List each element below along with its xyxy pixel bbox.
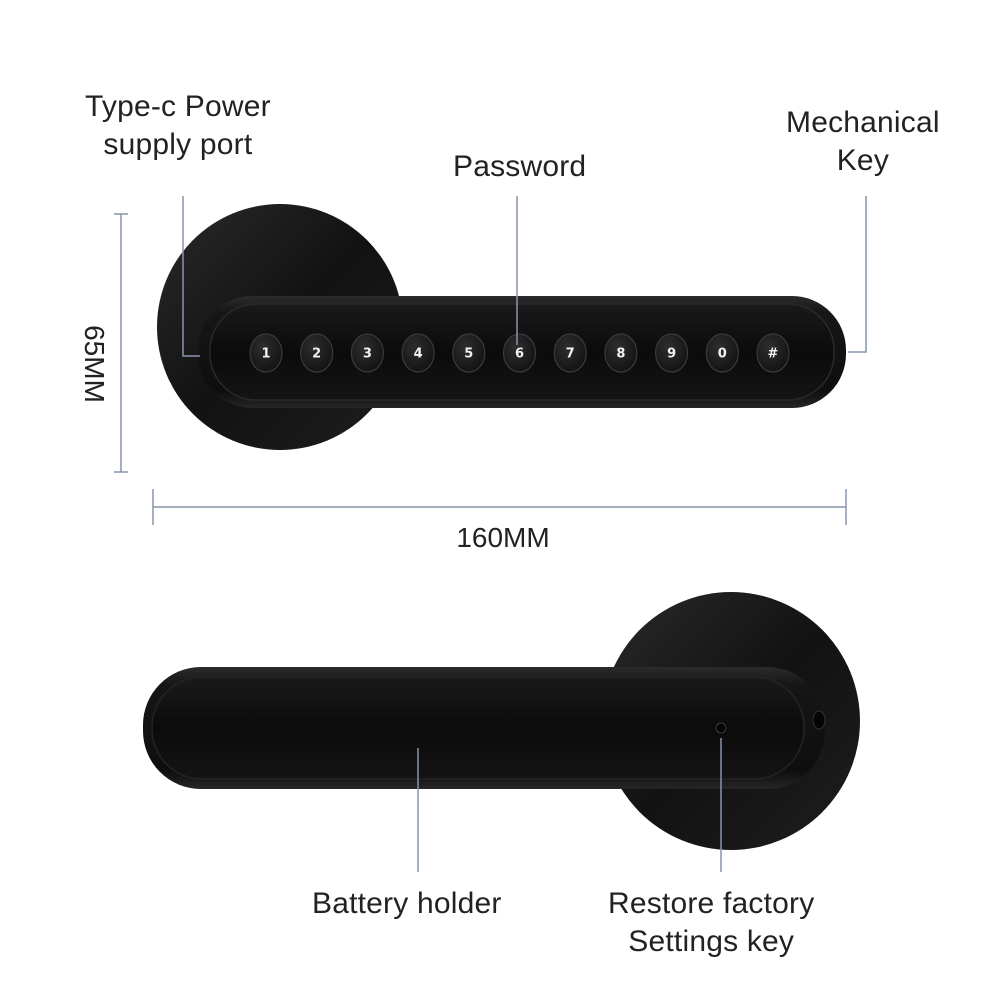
type-c-port-label: Type-c Power supply port bbox=[85, 88, 271, 164]
keypad-key[interactable]: 6 bbox=[502, 333, 537, 373]
keypad-key-label: 4 bbox=[414, 347, 423, 362]
keypad-key-label: 7 bbox=[566, 347, 575, 362]
keypad-key-label: 9 bbox=[667, 347, 676, 362]
keypad-key-label: 6 bbox=[515, 347, 524, 362]
keypad-key-button[interactable] bbox=[401, 333, 435, 373]
keypad-key[interactable]: 4 bbox=[401, 333, 435, 373]
keypad-lock: 1 2 3 4 5 6 7 8 9 0 # bbox=[157, 204, 846, 450]
keypad-key-label: 1 bbox=[261, 347, 270, 362]
keypad-key[interactable]: 5 bbox=[452, 333, 486, 373]
keypad-key-button[interactable] bbox=[654, 333, 689, 373]
keypad-key[interactable]: # bbox=[756, 333, 790, 373]
restore-factory-label: Restore factory Settings key bbox=[608, 885, 814, 961]
keypad-key-label: # bbox=[768, 347, 779, 362]
mechanical-keyhole bbox=[812, 710, 826, 730]
keypad-key-label: 0 bbox=[718, 347, 727, 362]
type-c-port-label-line-1: Type-c Power bbox=[85, 90, 271, 123]
keypad-key-button[interactable] bbox=[452, 333, 486, 373]
restore-factory-button bbox=[715, 722, 727, 734]
keypad-key-label: 3 bbox=[363, 347, 372, 362]
mechanical-key-label: Mechanical Key bbox=[786, 104, 940, 180]
type-c-port-label-line-2: supply port bbox=[103, 128, 253, 161]
height-dimension bbox=[114, 213, 128, 473]
password-label: Password bbox=[453, 148, 586, 186]
keypad-key-label: 8 bbox=[616, 347, 625, 362]
width-dimension-label: 160MM bbox=[456, 522, 550, 553]
height-dimension-label: 65MM bbox=[79, 325, 110, 403]
mechanical-key-leader-line bbox=[848, 196, 867, 353]
keypad-key[interactable]: 0 bbox=[705, 333, 739, 373]
type-c-leader-line bbox=[182, 196, 200, 357]
battery-cover bbox=[151, 676, 805, 780]
battery-holder-label-text: Battery holder bbox=[312, 887, 502, 920]
keypad-key[interactable]: 3 bbox=[350, 333, 384, 373]
keypad-key-button[interactable] bbox=[705, 333, 739, 373]
mechanical-key-label-line-1: Mechanical bbox=[786, 106, 940, 139]
keypad-key-button[interactable] bbox=[300, 333, 334, 373]
keypad-keys: 1 2 3 4 5 6 7 8 9 0 # bbox=[249, 333, 790, 373]
keypad-key-label: 2 bbox=[312, 347, 321, 362]
keypad-key[interactable]: 7 bbox=[553, 333, 587, 373]
restore-factory-label-line-2: Settings key bbox=[628, 925, 795, 958]
keypad-key-label: 5 bbox=[464, 347, 473, 362]
keypad-key-button[interactable] bbox=[350, 333, 384, 373]
back-lock bbox=[143, 592, 860, 850]
password-label-text: Password bbox=[453, 150, 587, 183]
keypad-key[interactable]: 9 bbox=[654, 333, 689, 373]
keypad-key-button[interactable] bbox=[249, 333, 283, 373]
keypad-key[interactable]: 1 bbox=[249, 333, 283, 373]
keypad-key-button[interactable] bbox=[502, 333, 537, 373]
battery-holder-label: Battery holder bbox=[312, 885, 502, 923]
keypad-key[interactable]: 8 bbox=[604, 333, 638, 373]
keypad-key-button[interactable] bbox=[604, 333, 638, 373]
mechanical-key-label-line-2: Key bbox=[836, 144, 890, 177]
keypad-key[interactable]: 2 bbox=[300, 333, 334, 373]
keypad-key-button[interactable] bbox=[756, 333, 790, 373]
keypad-key-button[interactable] bbox=[553, 333, 587, 373]
restore-factory-label-line-1: Restore factory bbox=[608, 887, 815, 920]
width-dimension bbox=[152, 489, 847, 525]
